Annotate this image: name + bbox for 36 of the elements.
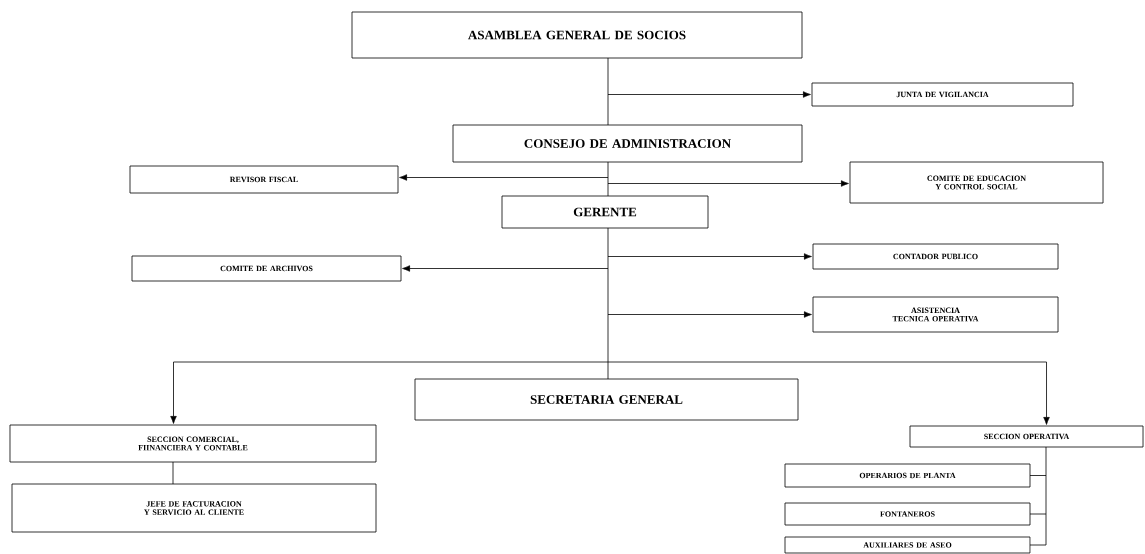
org-box: FONTANEROS — [784, 502, 1031, 526]
org-box: ASISTENCIA TECNICA OPERATIVA — [812, 296, 1059, 333]
connector — [1029, 475, 1047, 476]
org-box: SECCION COMERCIAL, FIINANCIERA Y CONTABLE — [9, 424, 377, 463]
connector — [1043, 361, 1050, 425]
org-box: COMITE DE EDUCACION Y CONTROL SOCIAL — [849, 161, 1104, 204]
connector — [607, 311, 812, 318]
connector — [607, 180, 609, 197]
connector — [1029, 513, 1047, 515]
connector — [402, 265, 609, 272]
connector — [173, 361, 1047, 363]
org-box: REVISOR FISCAL — [129, 165, 399, 194]
org-box: OPERARIOS DE PLANTA — [784, 463, 1031, 488]
org-box: JEFE DE FACTURACION Y SERVICIO AL CLIENTE — [11, 483, 377, 533]
connector — [1029, 544, 1047, 546]
connector — [607, 253, 812, 260]
connector — [607, 91, 811, 98]
org-box: CONTADOR PUBLICO — [812, 243, 1059, 270]
connector — [607, 227, 609, 363]
connector — [399, 174, 609, 181]
connector — [607, 93, 609, 126]
connector — [607, 57, 609, 95]
org-box: JUNTA DE VIGILANCIA — [811, 82, 1074, 107]
org-box: ASAMBLEA GENERAL DE SOCIOS — [351, 11, 803, 59]
org-box: GERENTE — [501, 195, 709, 229]
org-box: SECCION OPERATIVA — [909, 425, 1144, 448]
org-box: COMITE DE ARCHIVOS — [131, 255, 402, 282]
connector — [607, 161, 609, 182]
connector — [607, 180, 849, 187]
connector — [1045, 446, 1047, 546]
connector — [172, 461, 174, 485]
org-box: AUXILIARES DE ASEO — [784, 536, 1031, 554]
connector — [607, 361, 609, 380]
org-box: SECRETARIA GENERAL — [414, 378, 799, 421]
connector — [170, 361, 177, 424]
org-box: CONSEJO DE ADMINISTRACION — [452, 124, 803, 163]
